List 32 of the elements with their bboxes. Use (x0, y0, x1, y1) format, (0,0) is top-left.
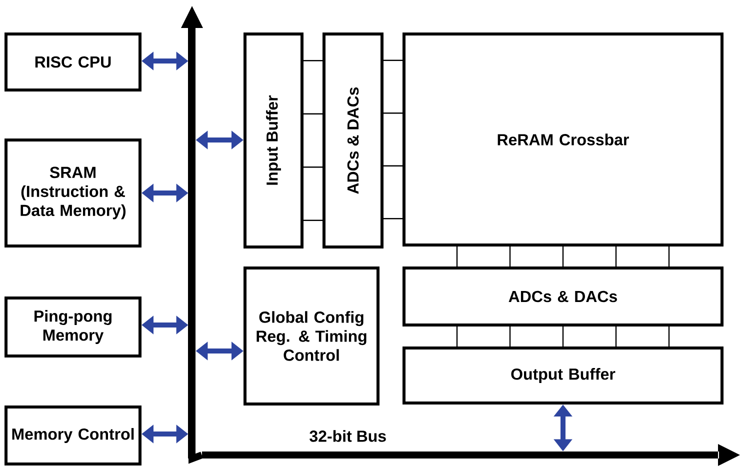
connector-line (456, 326, 458, 346)
bus-line (181, 6, 203, 458)
connector-line (562, 326, 564, 346)
block-box: ReRAM Crossbar (402, 32, 724, 246)
connector-line (384, 60, 402, 61)
connector-line (304, 166, 322, 168)
bus-arrow (202, 444, 740, 466)
block-box: ADCs & DACs (402, 266, 724, 326)
block-box: ADCs & DACs (322, 32, 384, 248)
block-box: RISC CPU (4, 32, 142, 92)
bus-label: 32-bit Bus (310, 430, 386, 442)
connector-line (304, 220, 322, 221)
connector-line (509, 326, 511, 346)
block-box: Input Buffer (244, 32, 304, 248)
block-box: SRAM (Instruction & Data Memory) (4, 138, 142, 248)
block-box: Ping-pong Memory (4, 296, 142, 358)
connector-line (384, 218, 402, 220)
block-box: Memory Control (4, 406, 142, 466)
connector-line (304, 60, 322, 62)
connector-line (668, 246, 670, 266)
connector-line (384, 112, 402, 114)
block-box: Output Buffer (402, 346, 724, 404)
block-box: Global Config Reg. & Timing Control (244, 266, 380, 406)
connector-line (668, 326, 670, 346)
connector-line (615, 326, 617, 346)
connector-line (304, 113, 322, 114)
bus-corner (188, 452, 204, 464)
connector-line (509, 246, 511, 266)
connector-line (615, 246, 617, 266)
connector-line (384, 165, 402, 166)
connector-line (562, 246, 564, 266)
connector-line (456, 246, 458, 266)
